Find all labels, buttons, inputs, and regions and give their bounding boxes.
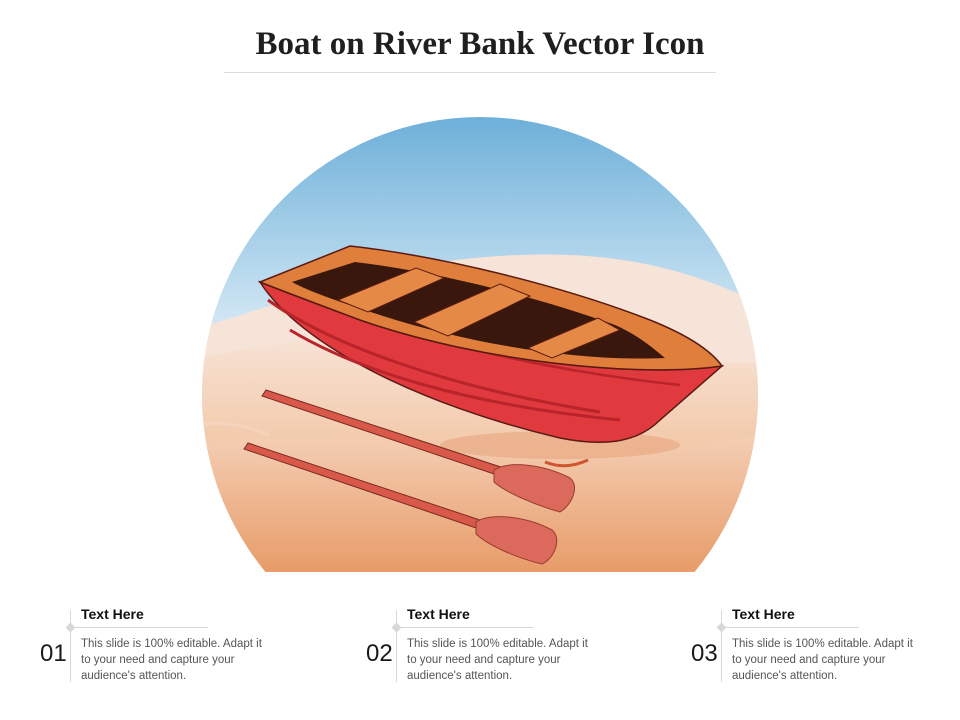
page-title: Boat on River Bank Vector Icon [255, 26, 705, 62]
item-number: 03 [691, 640, 718, 667]
item-heading: Text Here [81, 606, 144, 622]
item-heading: Text Here [407, 606, 470, 622]
text-item-2: 02 Text Here This slide is 100% editable… [366, 598, 606, 698]
text-item-1: 01 Text Here This slide is 100% editable… [40, 598, 280, 698]
item-number: 01 [40, 640, 67, 667]
diamond-icon [716, 622, 727, 633]
sand-wave [202, 430, 758, 572]
text-item-3: 03 Text Here This slide is 100% editable… [691, 598, 931, 698]
oar-icon [243, 442, 558, 565]
item-heading: Text Here [732, 606, 795, 622]
item-description: This slide is 100% editable. Adapt it to… [732, 638, 913, 682]
item-number: 02 [366, 640, 393, 667]
oar-icon [261, 389, 575, 513]
diamond-icon [65, 622, 76, 633]
diamond-icon [391, 622, 402, 633]
boat-icon [257, 245, 725, 444]
title-divider [224, 72, 716, 73]
item-description: This slide is 100% editable. Adapt it to… [407, 638, 588, 682]
item-description: This slide is 100% editable. Adapt it to… [81, 638, 262, 682]
